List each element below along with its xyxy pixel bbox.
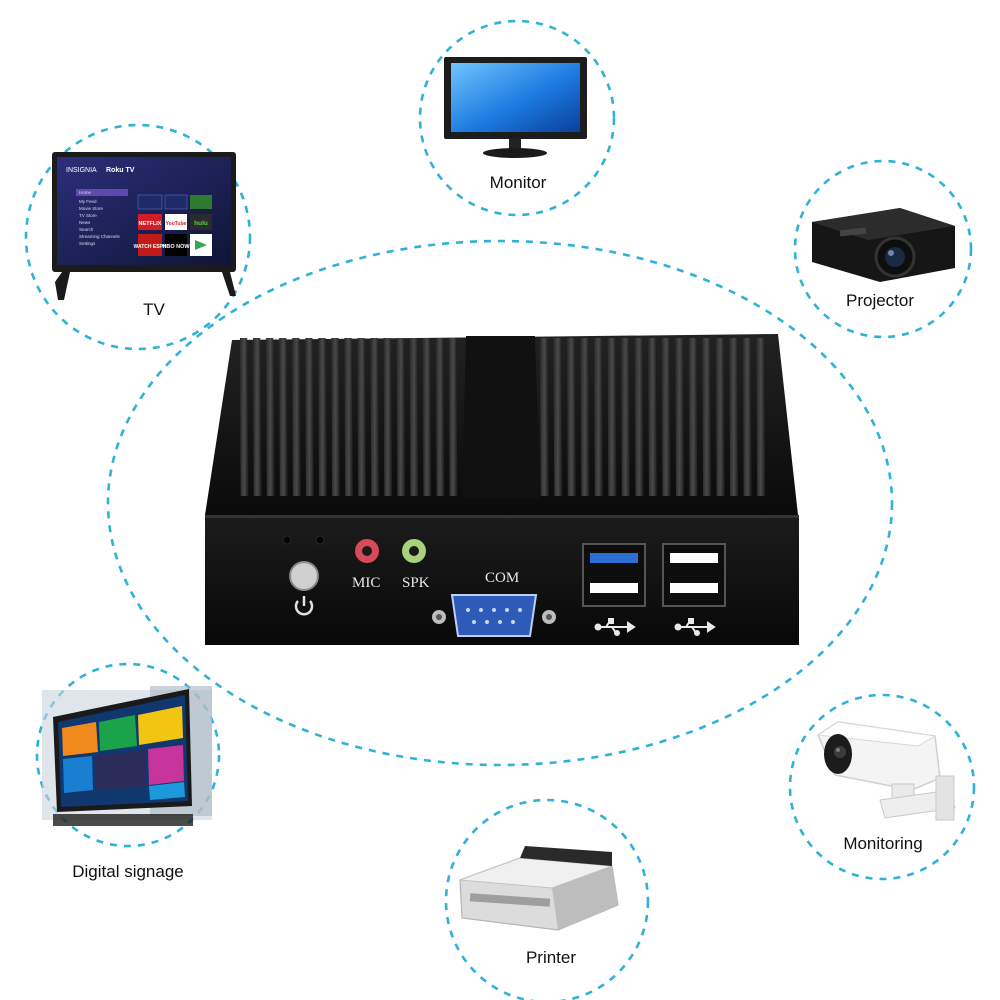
- tv-platform-text: Roku TV: [106, 167, 135, 174]
- com-port-label: COM: [485, 570, 519, 586]
- heatsink-fin: [661, 338, 671, 496]
- tv-tile-youtube: YouTube: [166, 221, 187, 227]
- printer-dashed-circle: [444, 798, 650, 1000]
- heatsink-fin: [383, 338, 393, 496]
- heatsink-fin: [318, 338, 327, 496]
- heatsink-fin: [292, 338, 301, 496]
- heatsink-fin: [253, 338, 262, 496]
- heatsink-fin: [648, 338, 658, 496]
- monitor-label: Monitor: [489, 173, 547, 192]
- power-button[interactable]: [289, 561, 319, 591]
- heatsink-fin: [580, 338, 590, 496]
- heatsink-fins: [240, 338, 766, 496]
- heatsink-fin: [756, 338, 766, 496]
- heatsink-fin: [370, 338, 380, 496]
- usb-icon: [594, 618, 636, 636]
- tv-brand-text: INSIGNIA: [66, 167, 97, 174]
- heatsink-fin: [553, 338, 563, 496]
- tv-menu-item: Streaming Channels: [79, 234, 121, 239]
- heatsink-fin: [702, 338, 712, 496]
- usb-ports: [582, 543, 726, 607]
- heatsink-fin: [409, 338, 419, 496]
- heatsink-fin: [331, 338, 340, 496]
- usb-icon: [674, 618, 716, 636]
- power-button-icon: [294, 596, 314, 616]
- serial-port-icon: [432, 594, 556, 637]
- tv-tile-hulu: hulu: [194, 220, 208, 227]
- heatsink-fin: [305, 338, 314, 496]
- tv-menu-item: Movie Store: [79, 206, 104, 211]
- heatsink-fin: [634, 338, 644, 496]
- digital-signage-label: Digital signage: [72, 862, 184, 881]
- heatsink-fin: [607, 338, 617, 496]
- heatsink-fin: [266, 338, 275, 496]
- tv-tile-netflix: NETFLIX: [139, 221, 162, 227]
- tv-menu-item: Search: [79, 227, 94, 232]
- center-dashed-ellipse: [106, 239, 894, 767]
- heatsink-fin: [240, 338, 249, 496]
- monitoring-dashed-circle: [788, 693, 976, 881]
- heatsink-fin: [688, 338, 698, 496]
- tv-menu-item: My Feed: [79, 199, 97, 204]
- heatsink-fin: [396, 338, 406, 496]
- printer-label: Printer: [525, 948, 577, 967]
- tv-dashed-circle: [24, 123, 252, 351]
- heatsink-fin: [675, 338, 685, 496]
- heatsink-fin: [567, 338, 576, 496]
- tv-menu-item: Settings: [79, 241, 96, 246]
- heatsink-fin: [344, 338, 353, 496]
- heatsink-fin: [422, 338, 432, 496]
- monitor-dashed-circle: [418, 19, 616, 217]
- spk-port-label: SPK: [402, 575, 430, 591]
- heatsink-fin: [729, 338, 739, 496]
- signage-dashed-circle: [35, 662, 221, 848]
- mic-port-label: MIC: [352, 575, 380, 591]
- tv-label: TV: [143, 300, 165, 319]
- projector-dashed-circle: [793, 159, 973, 339]
- heatsink-fin: [448, 338, 458, 496]
- tv-menu-item: Home: [79, 190, 92, 195]
- audio-jack-icon: [355, 539, 426, 563]
- heatsink-fin: [435, 338, 445, 496]
- tv-tile-espn: WATCH ESPN: [134, 244, 167, 250]
- tv-menu-item: News: [79, 220, 91, 225]
- heatsink-fin: [594, 338, 603, 496]
- heatsink-fin: [742, 338, 752, 496]
- monitoring-label: Monitoring: [843, 834, 923, 853]
- projector-label: Projector: [845, 291, 915, 310]
- heatsink-fin: [357, 338, 367, 496]
- heatsink-fin: [621, 338, 630, 496]
- tv-tile-hbo: HBO NOW: [162, 244, 190, 250]
- heatsink-fin: [540, 338, 549, 496]
- tv-menu-item: TV Store: [79, 213, 97, 218]
- heatsink-fin: [715, 338, 725, 496]
- heatsink-fin: [279, 338, 288, 496]
